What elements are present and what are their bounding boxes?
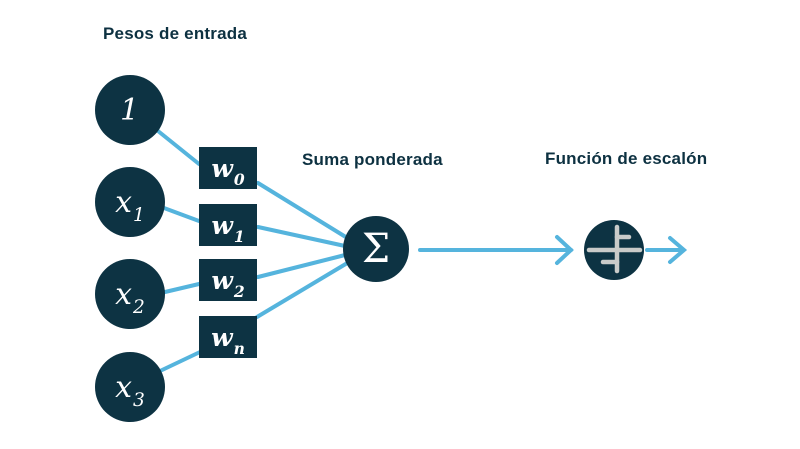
weight-w0-label: w0 <box>211 153 244 188</box>
edge-x2-w2 <box>163 282 201 294</box>
weight-w1-base: w <box>211 210 233 240</box>
weight-wn-base: w <box>211 322 233 352</box>
input-bias-label: 1 <box>120 93 140 128</box>
activation-title: Función de escalón <box>545 149 708 168</box>
sum-node: Σ <box>343 216 409 282</box>
input-x3-sub: 3 <box>133 390 145 412</box>
input-x3-base: x <box>115 369 133 405</box>
weight-w1-label: w1 <box>211 210 244 245</box>
weights-title: Pesos de entrada <box>103 24 247 43</box>
input-x3-label: x3 <box>115 369 145 411</box>
arrow-step-output-head <box>668 236 688 264</box>
weight-node-w1: w1 <box>199 204 257 246</box>
edge-w0-sum <box>256 181 351 241</box>
weight-node-wn: wn <box>199 316 257 358</box>
input-x1-base: x <box>115 184 133 220</box>
input-bias-base: 1 <box>119 92 140 128</box>
input-node-x3: x3 <box>95 352 165 422</box>
input-x1-sub: 1 <box>133 205 145 227</box>
weight-w0-base: w <box>211 153 233 183</box>
edge-bias-w0 <box>156 129 201 166</box>
edge-x3-wn <box>158 350 202 373</box>
weight-node-w2: w2 <box>199 259 257 301</box>
input-x1-label: x1 <box>115 184 145 226</box>
weight-w1-sub: 1 <box>233 226 245 246</box>
input-x2-base: x <box>115 276 133 312</box>
weight-wn-label: wn <box>211 322 245 357</box>
input-x2-sub: 2 <box>133 297 145 319</box>
weight-wn-sub: n <box>233 338 245 358</box>
activation-node <box>584 220 644 280</box>
input-node-x1: x1 <box>95 167 165 237</box>
edge-wn-sum <box>255 260 351 319</box>
sum-title: Suma ponderada <box>302 150 443 169</box>
weight-w0-sub: 0 <box>233 169 245 189</box>
weight-node-w0: w0 <box>199 147 257 189</box>
edge-x1-w1 <box>162 206 201 223</box>
edge-w2-sum <box>256 253 347 279</box>
sigma-symbol: Σ <box>361 226 391 272</box>
input-x2-label: x2 <box>115 276 145 318</box>
weight-w2-base: w <box>211 265 233 295</box>
edge-w1-sum <box>256 225 347 248</box>
input-node-x2: x2 <box>95 259 165 329</box>
arrow-sum-to-step-head <box>555 235 574 265</box>
weight-w2-sub: 2 <box>233 281 245 301</box>
step-function-icon <box>586 224 643 274</box>
weight-w2-label: w2 <box>211 265 244 300</box>
input-node-bias: 1 <box>95 75 165 145</box>
